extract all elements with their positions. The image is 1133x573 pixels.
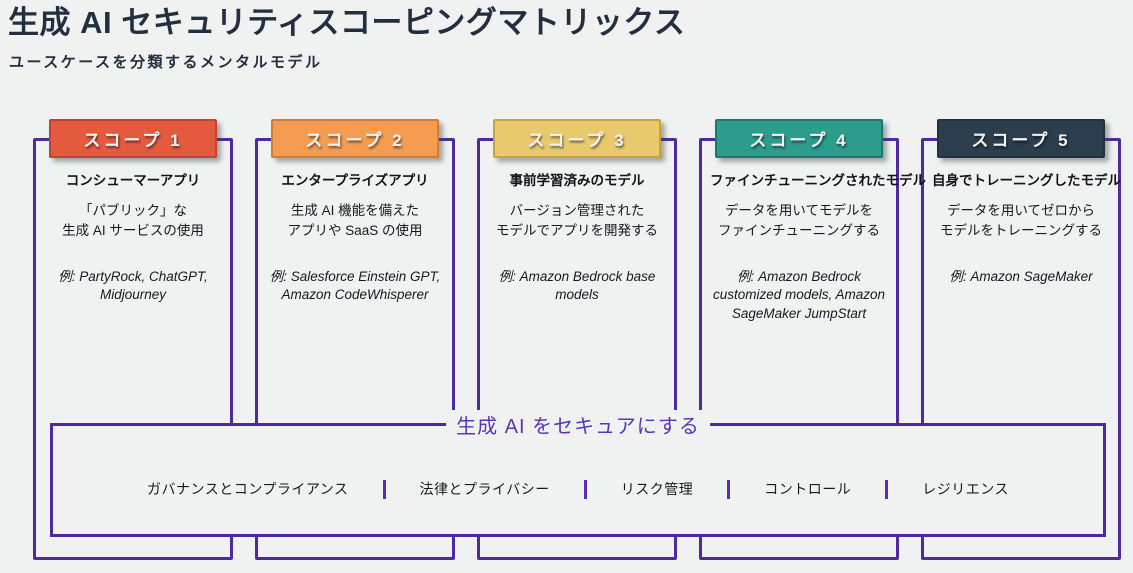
item-divider <box>382 479 386 499</box>
page-header: 生成 AI セキュリティスコーピングマトリックス ユースケースを分類するメンタル… <box>8 4 1108 72</box>
scope-2-body: エンタープライズアプリ 生成 AI 機能を備えた アプリや SaaS の使用 例… <box>258 141 452 449</box>
scope-3-description: バージョン管理された モデルでアプリを開発する <box>496 203 658 238</box>
secure-item-controls: コントロール <box>764 481 852 497</box>
scope-2-description: 生成 AI 機能を備えた アプリや SaaS の使用 <box>287 203 423 238</box>
scope-5-title: 自身でトレーニングしたモデル <box>932 173 1121 188</box>
scope-1-example: 例: PartyRock, ChatGPT, Midjourney <box>58 269 208 303</box>
scope-2-header-chip: スコープ 2 <box>271 119 439 158</box>
secure-item-risk: リスク管理 <box>620 481 694 497</box>
item-divider <box>583 479 587 499</box>
secure-item-governance: ガバナンスとコンプライアンス <box>147 481 349 497</box>
scope-5-description: データを用いてゼロから モデルをトレーニングする <box>940 203 1102 238</box>
page-title: 生成 AI セキュリティスコーピングマトリックス <box>8 5 686 40</box>
scope-1-header-chip: スコープ 1 <box>49 119 217 158</box>
scope-3-body: 事前学習済みのモデル バージョン管理された モデルでアプリを開発する 例: Am… <box>480 141 674 449</box>
scope-1-description: 「パブリック」な 生成 AI サービスの使用 <box>62 203 204 238</box>
scope-3-example: 例: Amazon Bedrock base models <box>498 269 656 303</box>
secure-item-legal: 法律とプライバシー <box>419 481 550 497</box>
scope-4-body: ファインチューニングされたモデル データを用いてモデルを ファインチューニングす… <box>702 141 926 449</box>
item-divider <box>885 479 889 499</box>
item-divider <box>727 479 731 499</box>
scope-5-body: 自身でトレーニングしたモデル データを用いてゼロから モデルをトレーニングする … <box>924 141 1121 449</box>
scope-1-title: コンシューマーアプリ <box>65 173 201 188</box>
secure-box-title: 生成 AI をセキュアにする <box>446 410 710 439</box>
scope-4-title: ファインチューニングされたモデル <box>710 173 926 188</box>
page-subtitle: ユースケースを分類するメンタルモデル <box>9 53 323 71</box>
scope-4-header-chip: スコープ 4 <box>715 119 883 158</box>
scope-2-title: エンタープライズアプリ <box>281 173 429 188</box>
secure-item-resilience: レジリエンス <box>922 481 1009 497</box>
scope-4-example: 例: Amazon Bedrock customized models, Ama… <box>712 269 886 321</box>
scope-5-example: 例: Amazon SageMaker <box>949 269 1093 285</box>
scope-5-header-chip: スコープ 5 <box>937 119 1105 158</box>
secure-items-row: ガバナンスとコンプライアンス 法律とプライバシー リスク管理 コントロール レジ… <box>53 426 1103 534</box>
secure-generative-ai-box: 生成 AI をセキュアにする ガバナンスとコンプライアンス 法律とプライバシー … <box>50 410 1106 537</box>
scope-2-example: 例: Salesforce Einstein GPT, Amazon CodeW… <box>269 269 441 303</box>
scope-3-title: 事前学習済みのモデル <box>509 173 645 188</box>
scope-4-description: データを用いてモデルを ファインチューニングする <box>718 203 880 238</box>
scope-1-body: コンシューマーアプリ 「パブリック」な 生成 AI サービスの使用 例: Par… <box>36 141 230 449</box>
scope-3-header-chip: スコープ 3 <box>493 119 661 158</box>
